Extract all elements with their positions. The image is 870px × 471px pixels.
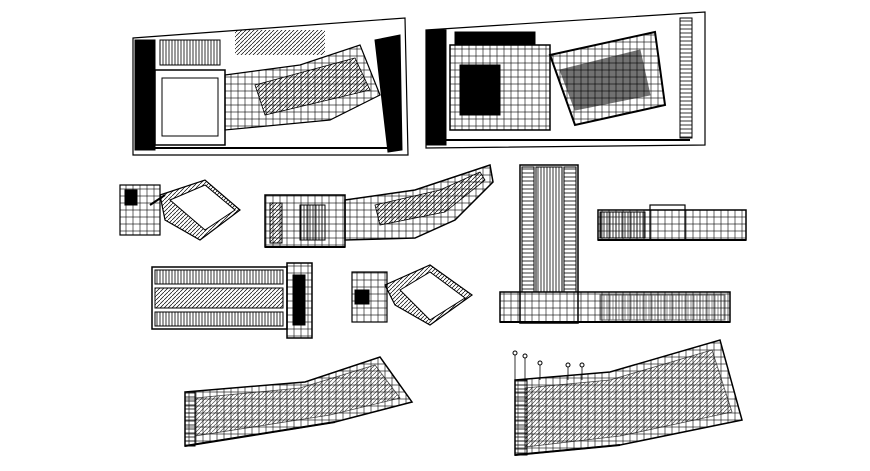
site-plan-2 <box>425 11 706 149</box>
elevation-curved-2 <box>512 339 743 456</box>
section-tower <box>499 164 731 324</box>
floor-plan-small-1 <box>119 179 241 241</box>
floor-plan-wide <box>264 164 494 248</box>
elevation-small <box>597 204 747 241</box>
elevation-curved-1 <box>184 356 414 447</box>
site-plan-1 <box>132 17 409 156</box>
floor-plan-small-2 <box>351 264 474 326</box>
floor-plan-long <box>151 262 313 339</box>
